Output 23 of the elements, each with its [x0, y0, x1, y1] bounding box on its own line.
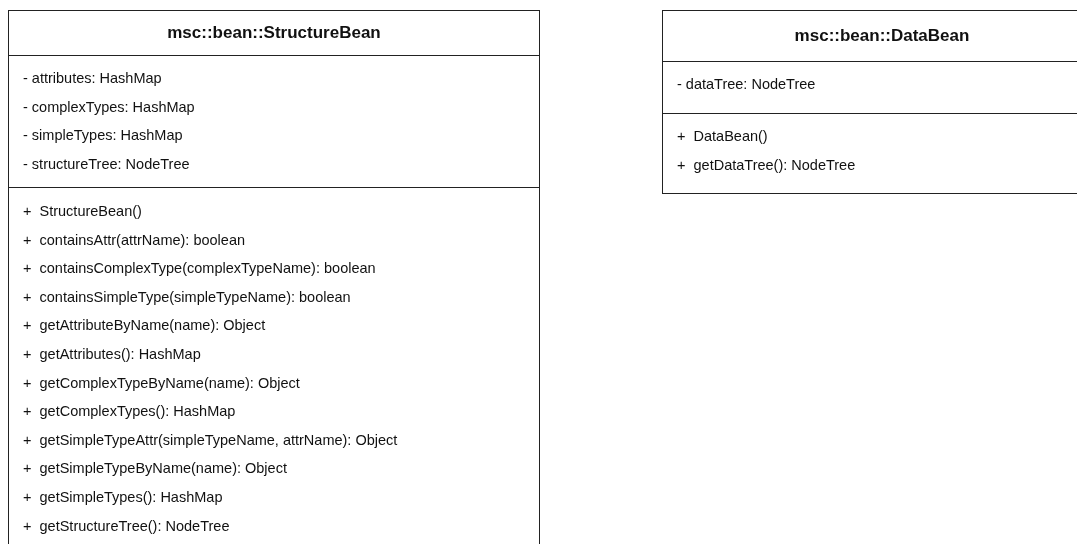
method-text: + containsAttr(attrName): boolean — [23, 230, 246, 250]
method-text: + containsComplexType(complexTypeName): boolean — [23, 259, 376, 279]
attribute-text: - structureTree: NodeTree — [23, 154, 190, 174]
method-text: + getSimpleTypeByName(name): Object — [23, 459, 287, 479]
attribute-text: - simpleTypes: HashMap — [23, 126, 183, 146]
method-text: + getComplexTypeByName(name): Object — [23, 373, 300, 393]
method-text: + getComplexTypes(): HashMap — [23, 402, 236, 422]
method-text: + DataBean() — [677, 127, 768, 146]
method-text: + containsSimpleType(simpleTypeName): boolean — [23, 287, 351, 307]
method-text: + getAttributes(): HashMap — [23, 344, 201, 364]
class-name: msc::bean::DataBean — [793, 25, 971, 47]
method-text: + StructureBean() — [23, 202, 142, 221]
method-text: + getSimpleTypeAttr(simpleTypeName, attrName): Object — [23, 430, 398, 450]
class-box — [662, 10, 1077, 194]
method-text: + getDataTree(): NodeTree — [677, 155, 856, 175]
method-text: + getAttributeByName(name): Object — [23, 316, 266, 336]
attribute-text: - dataTree: NodeTree — [677, 75, 816, 94]
attribute-text: - complexTypes: HashMap — [23, 97, 195, 117]
class-box — [8, 10, 540, 544]
attribute-text: - attributes: HashMap — [23, 69, 162, 88]
method-text: + getStructureTree(): NodeTree — [23, 516, 230, 536]
class-name: msc::bean::StructureBean — [166, 22, 382, 44]
method-text: + getSimpleTypes(): HashMap — [23, 487, 223, 507]
